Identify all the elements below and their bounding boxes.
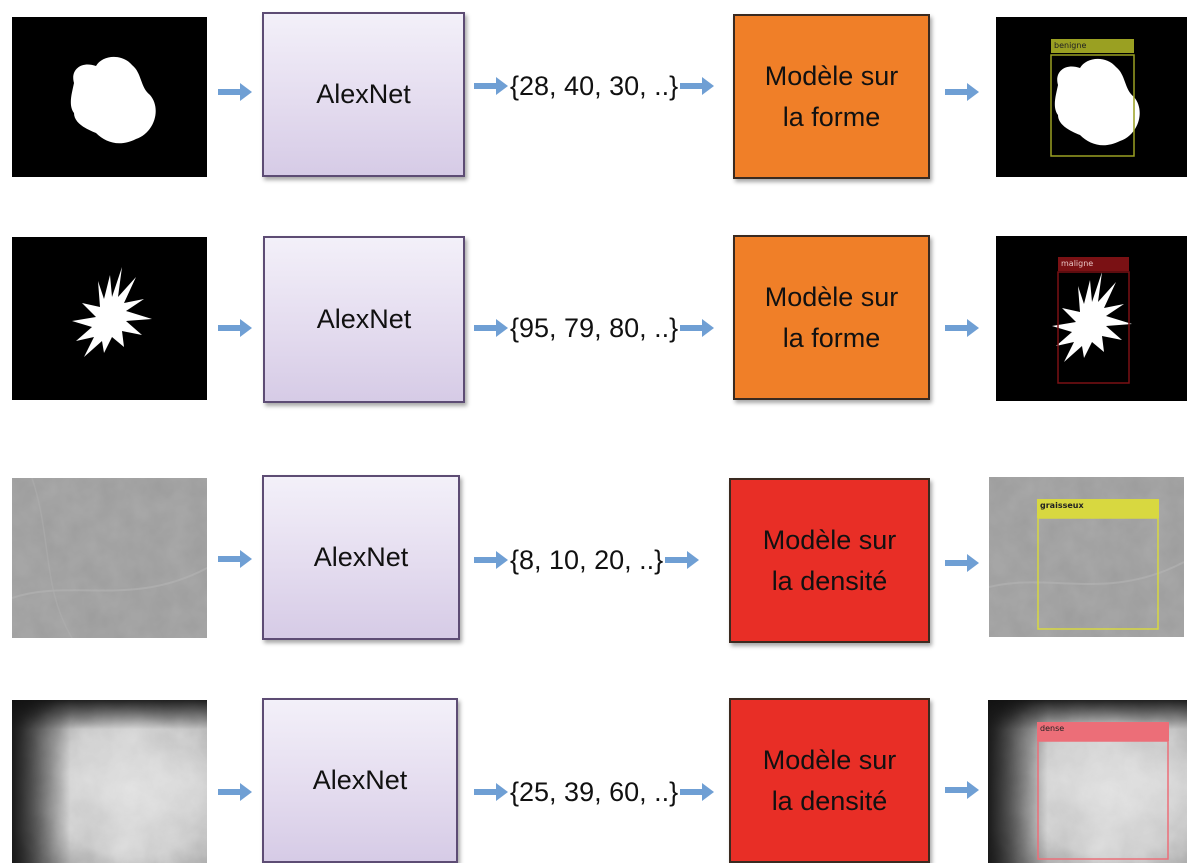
- shape-model-box: Modèle sur la forme: [733, 14, 930, 179]
- arrow-icon: [218, 782, 252, 802]
- arrow-icon: [218, 82, 252, 102]
- model-label: Modèle sur la densité: [762, 525, 897, 596]
- feature-vector: {25, 39, 60, ..}: [474, 772, 715, 812]
- feature-vector: {8, 10, 20, ..}: [474, 540, 700, 580]
- alexnet-box: AlexNet: [262, 475, 460, 640]
- model-label: Modèle sur la densité: [762, 745, 897, 816]
- output-image-row-1: benigne: [996, 17, 1187, 177]
- alexnet-label: AlexNet: [312, 765, 408, 795]
- arrow-icon: [945, 553, 979, 573]
- benign-label-tag: benigne: [1051, 39, 1134, 53]
- fatty-label-tag: graisseux: [1037, 499, 1159, 518]
- feature-values: {8, 10, 20, ..}: [510, 544, 664, 575]
- arrow-icon: [474, 782, 508, 802]
- density-model-box: Modèle sur la densité: [729, 698, 930, 863]
- malign-label-tag: maligne: [1058, 257, 1129, 271]
- output-image-row-2: maligne: [996, 236, 1187, 401]
- arrow-icon: [665, 550, 700, 570]
- arrow-icon: [218, 318, 252, 338]
- output-image-row-4: dense: [988, 700, 1187, 863]
- alexnet-box: AlexNet: [263, 236, 465, 403]
- feature-vector: {95, 79, 80, ..}: [474, 308, 715, 348]
- arrow-icon: [945, 82, 979, 102]
- input-image-row-1: [12, 17, 207, 177]
- dense-label-tag: dense: [1037, 722, 1169, 741]
- arrow-icon: [680, 76, 715, 96]
- feature-values: {25, 39, 60, ..}: [510, 776, 679, 807]
- arrow-icon: [474, 550, 508, 570]
- dense-tissue-patch-icon: [12, 700, 207, 863]
- feature-values: {95, 79, 80, ..}: [510, 312, 679, 343]
- white-blob-mask-icon: [1050, 54, 1140, 157]
- feature-vector: {28, 40, 30, ..}: [474, 66, 715, 106]
- input-image-row-3: [12, 478, 207, 638]
- input-image-row-2: [12, 237, 207, 400]
- model-label: Modèle sur la forme: [764, 282, 899, 353]
- arrow-icon: [680, 782, 715, 802]
- arrow-icon: [218, 549, 252, 569]
- arrow-icon: [680, 318, 715, 338]
- input-image-row-4: [12, 700, 207, 863]
- output-image-row-3: graisseux: [989, 477, 1184, 637]
- density-model-box: Modèle sur la densité: [729, 478, 930, 643]
- alexnet-box: AlexNet: [262, 698, 458, 863]
- spiculated-mass-mask-icon: [72, 267, 152, 357]
- arrow-icon: [474, 318, 508, 338]
- spiculated-mass-mask-icon: [1052, 271, 1132, 384]
- arrow-icon: [945, 780, 979, 800]
- arrow-icon: [945, 318, 979, 338]
- alexnet-label: AlexNet: [316, 79, 411, 109]
- white-blob-mask-icon: [70, 56, 156, 144]
- grey-tissue-patch-icon: [12, 478, 207, 638]
- alexnet-label: AlexNet: [316, 304, 412, 334]
- alexnet-box: AlexNet: [262, 12, 465, 177]
- model-label: Modèle sur la forme: [764, 61, 899, 132]
- feature-values: {28, 40, 30, ..}: [510, 70, 679, 101]
- alexnet-label: AlexNet: [313, 542, 409, 572]
- arrow-icon: [474, 76, 508, 96]
- shape-model-box: Modèle sur la forme: [733, 235, 930, 400]
